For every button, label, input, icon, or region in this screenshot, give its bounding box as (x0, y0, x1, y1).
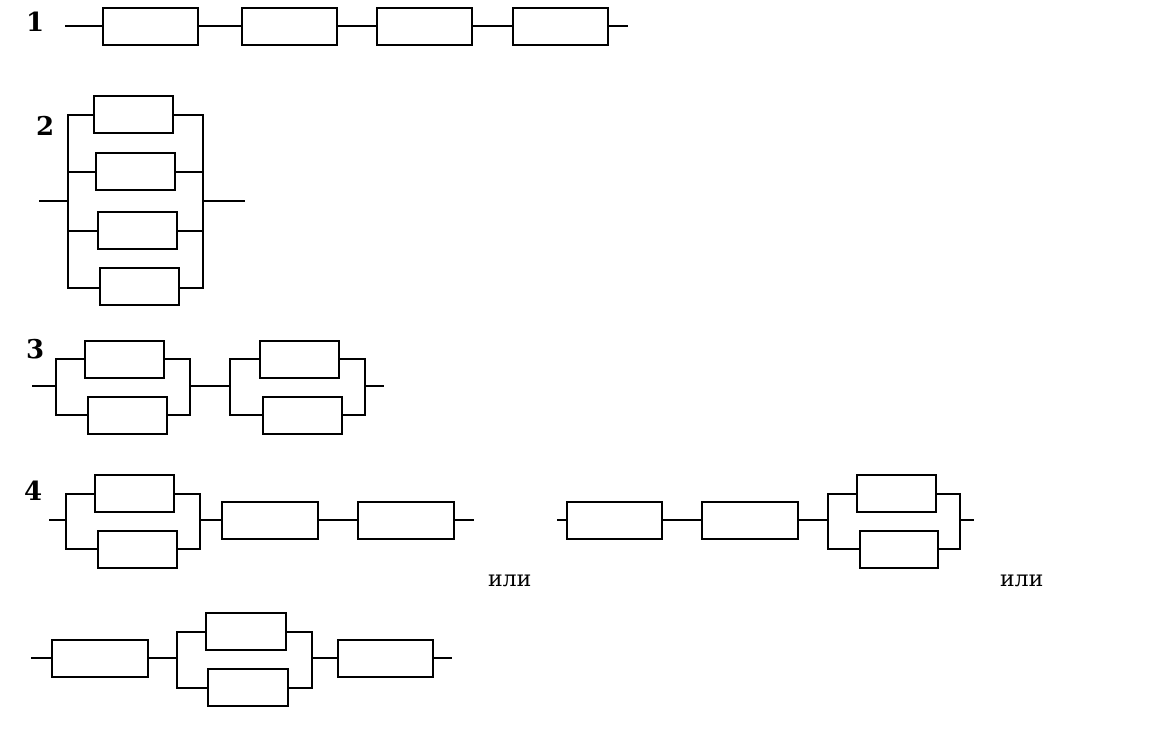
resistor (859, 530, 939, 569)
resistor (337, 639, 434, 678)
resistor (221, 501, 319, 540)
resistor (99, 267, 180, 306)
diagram-4-variant-2: или (557, 474, 1043, 592)
resistor (87, 396, 168, 435)
diagram-label-1: 1 (26, 8, 44, 38)
diagram-label-2: 2 (36, 112, 54, 142)
diagram-label-3: 3 (26, 335, 44, 365)
resistor (94, 474, 175, 513)
diagram-4-variant-3 (31, 612, 452, 707)
resistor (95, 152, 176, 191)
diagram-1: 1 (26, 7, 628, 46)
resistor (376, 7, 473, 46)
resistor (856, 474, 937, 513)
diagram-3: 3 (26, 335, 384, 435)
diagram-2: 2 (36, 95, 245, 306)
resistor (512, 7, 609, 46)
resistor (51, 639, 149, 678)
or-label: или (1000, 567, 1043, 592)
resistor (241, 7, 338, 46)
or-label: или (488, 567, 531, 592)
resistor (102, 7, 199, 46)
diagram-4: 4 или (24, 474, 531, 592)
resistor (97, 211, 178, 250)
resistor (84, 340, 165, 379)
resistor (207, 668, 289, 707)
resistor (93, 95, 174, 134)
resistor (97, 530, 178, 569)
diagram-label-4: 4 (24, 477, 42, 507)
resistor (357, 501, 455, 540)
resistor (701, 501, 799, 540)
resistor (205, 612, 287, 651)
resistor (259, 340, 340, 379)
resistor (566, 501, 663, 540)
resistor (262, 396, 343, 435)
